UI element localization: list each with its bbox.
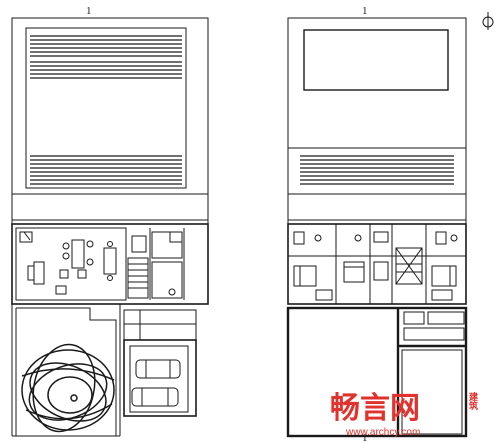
right-stair xyxy=(395,247,423,285)
left-table-1 xyxy=(71,239,85,269)
right-skylight xyxy=(303,29,449,91)
section-marker-right-bottom: 1 xyxy=(362,432,368,444)
right-bed-1 xyxy=(293,265,317,287)
north-arrow-icon xyxy=(482,12,494,30)
left-sculpture xyxy=(21,343,115,433)
right-lower-block xyxy=(286,306,468,438)
car-2 xyxy=(131,387,179,407)
left-roof-hatch-top xyxy=(30,35,182,79)
watermark-url: www.archcy.com xyxy=(345,427,420,438)
right-bed-2 xyxy=(343,261,365,283)
left-sofa xyxy=(33,261,45,285)
right-plan xyxy=(286,17,468,438)
watermark: 畅言网 建筑 www.archcy.com xyxy=(330,391,478,438)
left-desk xyxy=(19,231,33,243)
section-marker-left-top: 1 xyxy=(86,5,92,17)
right-bed-3 xyxy=(431,265,457,287)
left-stair xyxy=(127,257,149,299)
right-bedroom-floor xyxy=(287,223,467,305)
left-table-2 xyxy=(103,247,117,275)
left-roof-hatch-bottom xyxy=(30,155,182,185)
watermark-brand: 畅言网 xyxy=(330,391,420,426)
left-plan xyxy=(11,17,209,437)
left-living-floor xyxy=(11,223,209,305)
watermark-side-text: 建筑 xyxy=(467,391,478,411)
section-marker-right-top: 1 xyxy=(362,5,368,17)
car-1 xyxy=(135,359,181,379)
right-roof-hatch xyxy=(300,155,454,185)
